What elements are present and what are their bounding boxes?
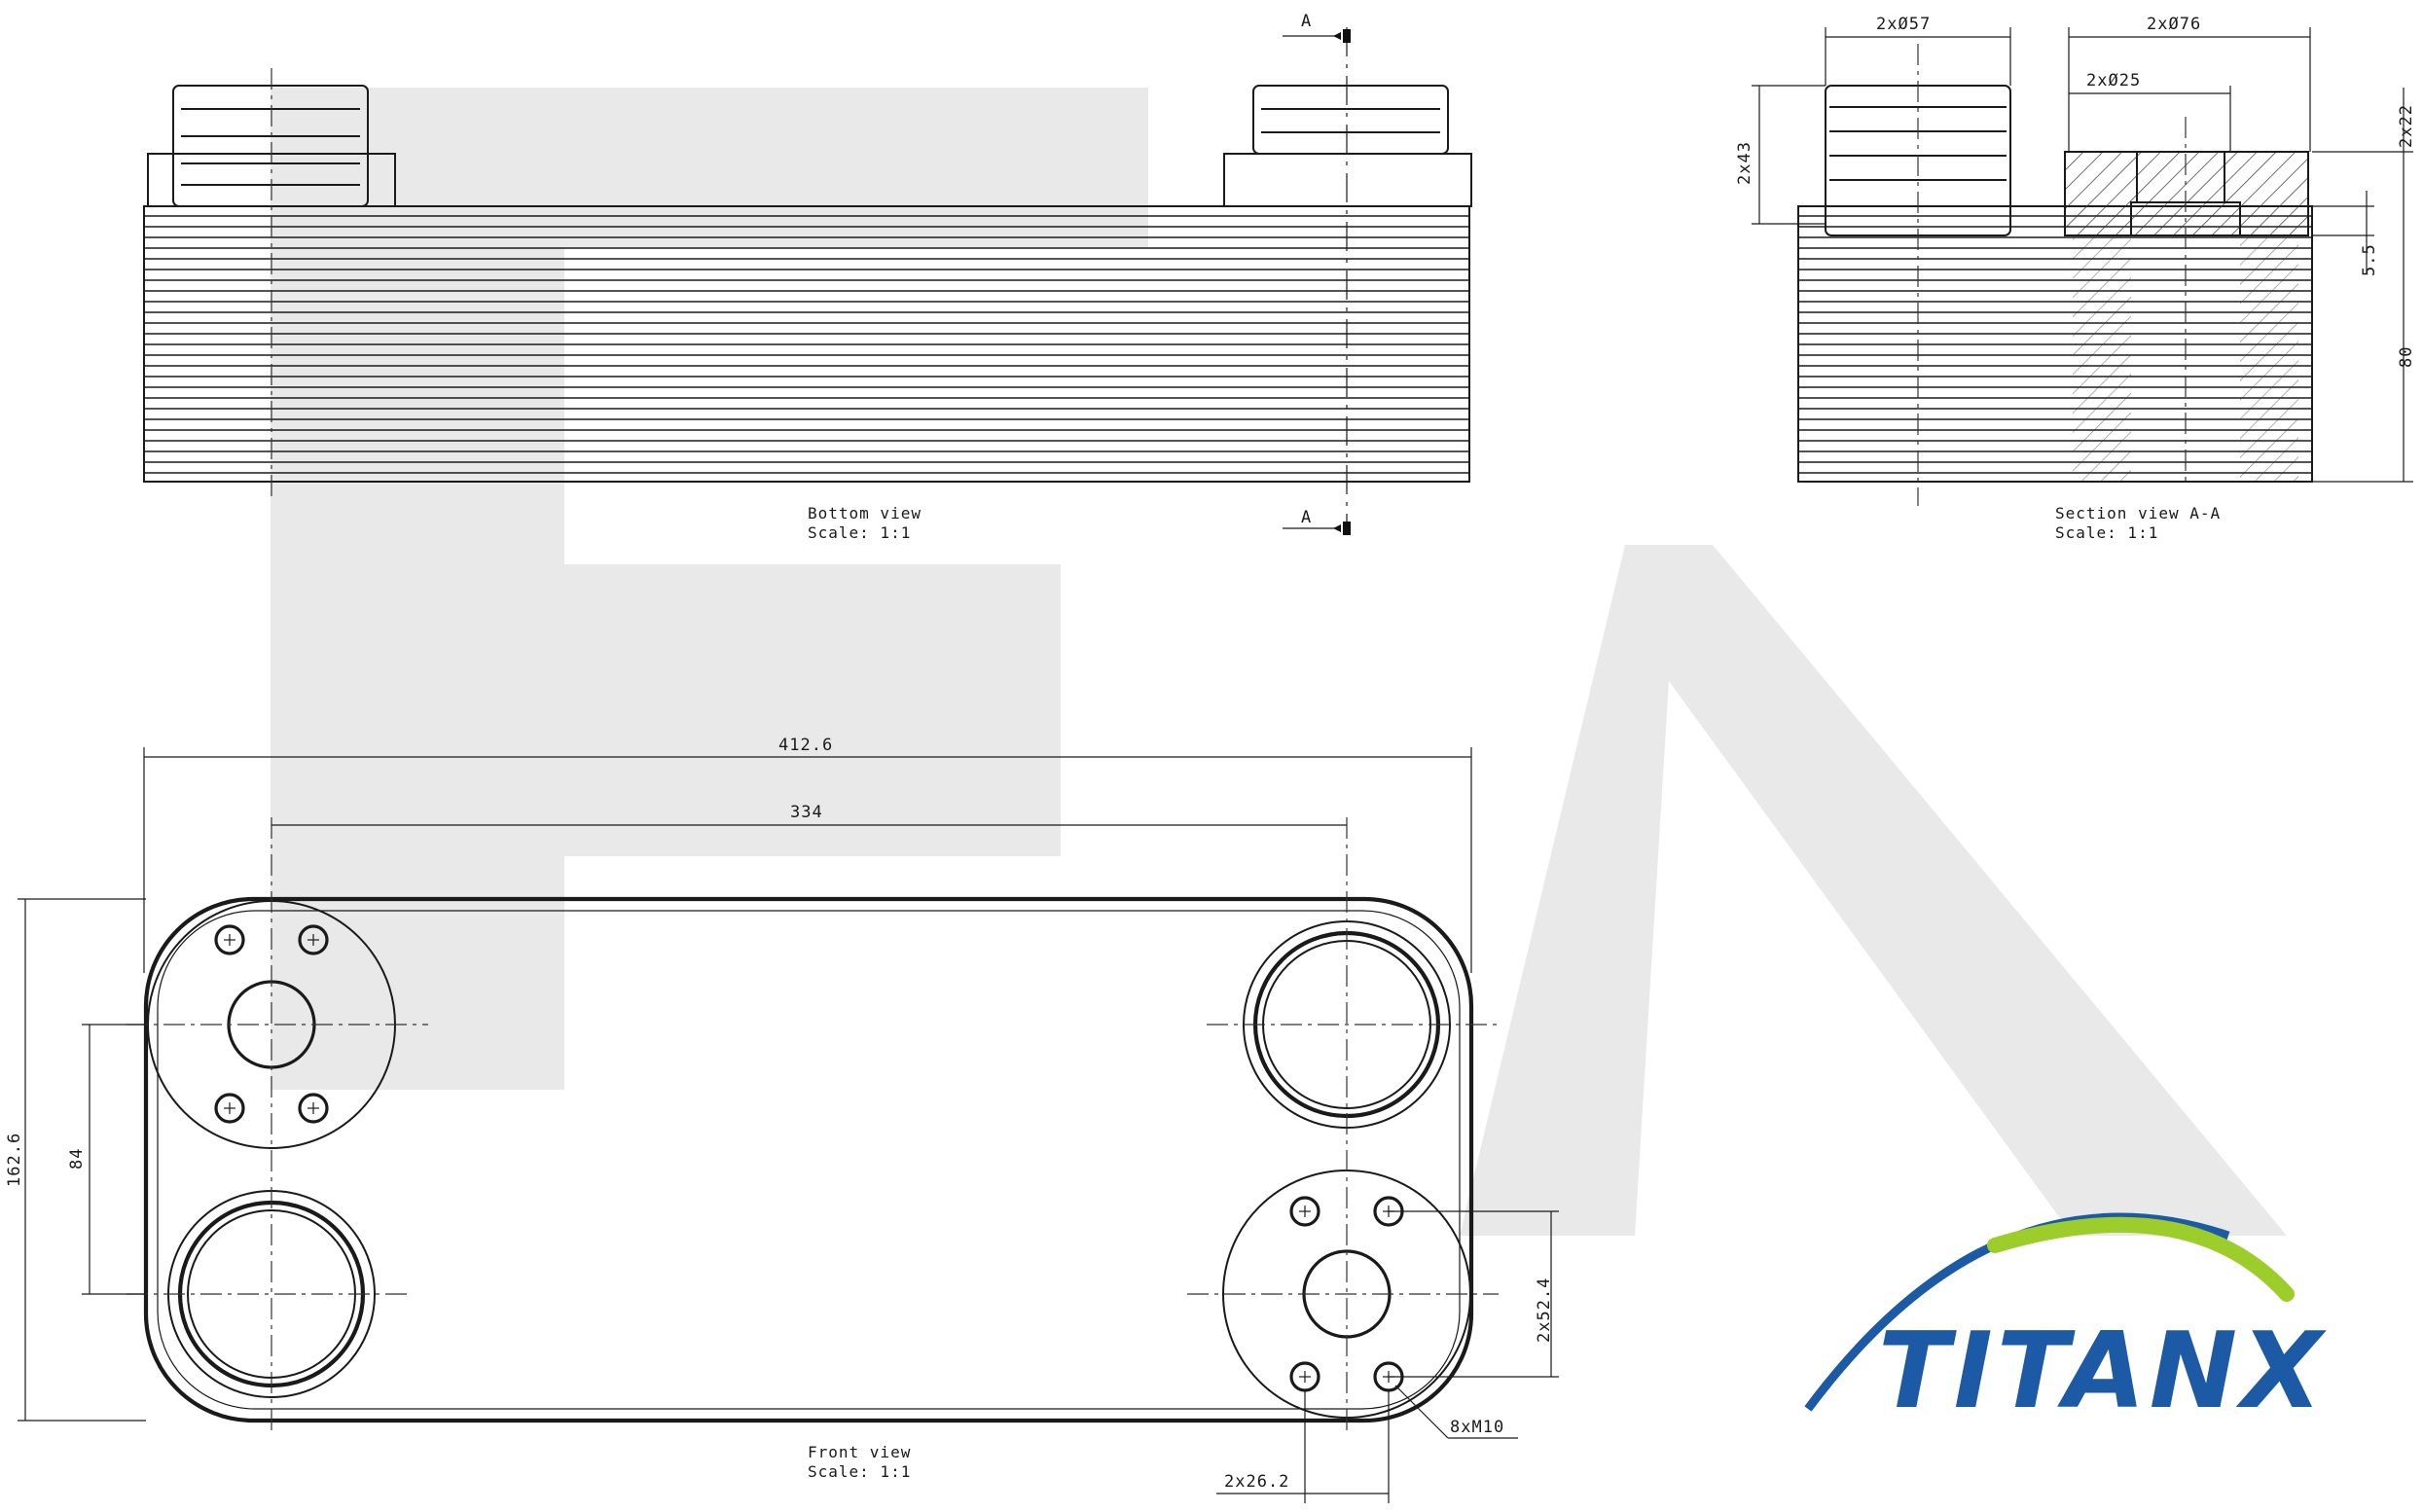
section-marker-top [1343, 29, 1351, 43]
dim-bolt-vertical: 2x52.4 [1535, 1278, 1554, 1343]
front-view: 412.6 334 162.6 84 2x52.4 2x26.2 8xM10 F… [5, 736, 1559, 1503]
logo-arc-accent [1987, 1216, 2295, 1302]
section-view-caption: Section view A-A [2055, 504, 2221, 522]
dim-bolts: 8xM10 [1450, 1418, 1504, 1437]
titanx-logo: TITANX [1804, 1212, 2327, 1432]
watermark-ea [271, 88, 2287, 1236]
dim-port-vertical: 84 [67, 1148, 87, 1170]
section-view-plates [1798, 215, 2312, 474]
dim-length-5-5: 5.5 [2360, 243, 2379, 276]
bottom-view-caption: Bottom view [808, 504, 922, 522]
bottom-view-plates [144, 215, 1469, 474]
section-marker-bottom [1343, 522, 1351, 535]
dim-bolt-horizontal: 2x26.2 [1224, 1472, 1289, 1492]
dim-length-80: 80 [2397, 346, 2416, 368]
dim-diameter-57: 2xØ57 [1876, 15, 1931, 34]
bolt-hole [214, 1093, 245, 1124]
dim-length-43: 2x43 [1735, 141, 1754, 185]
section-label-bottom: A [1301, 508, 1312, 527]
section-view-scale: Scale: 1:1 [2055, 523, 2158, 542]
logo-wordmark: TITANX [1878, 1311, 2327, 1432]
front-view-caption: Front view [808, 1443, 911, 1461]
dim-port-spacing: 334 [790, 803, 823, 822]
bolt-hole [298, 1093, 329, 1124]
dim-length-22: 2x22 [2397, 104, 2416, 148]
bolt-hole [1289, 1196, 1320, 1227]
dim-diameter-25: 2xØ25 [2086, 71, 2141, 90]
dim-total-height: 162.6 [5, 1133, 24, 1187]
section-label-top: A [1301, 12, 1312, 31]
dim-diameter-76: 2xØ76 [2147, 15, 2201, 34]
bottom-view-scale: Scale: 1:1 [808, 523, 911, 542]
bottom-view: A A Bottom view Scale: 1:1 [143, 12, 1472, 542]
bolt-hole [214, 924, 245, 955]
bolt-hole [1289, 1361, 1320, 1392]
section-view: 2xØ57 2xØ76 2xØ25 2x43 2x22 5.5 80 Secti… [1735, 15, 2416, 542]
dim-total-width: 412.6 [778, 736, 833, 755]
bolt-hole [298, 924, 329, 955]
front-view-scale: Scale: 1:1 [808, 1462, 911, 1481]
